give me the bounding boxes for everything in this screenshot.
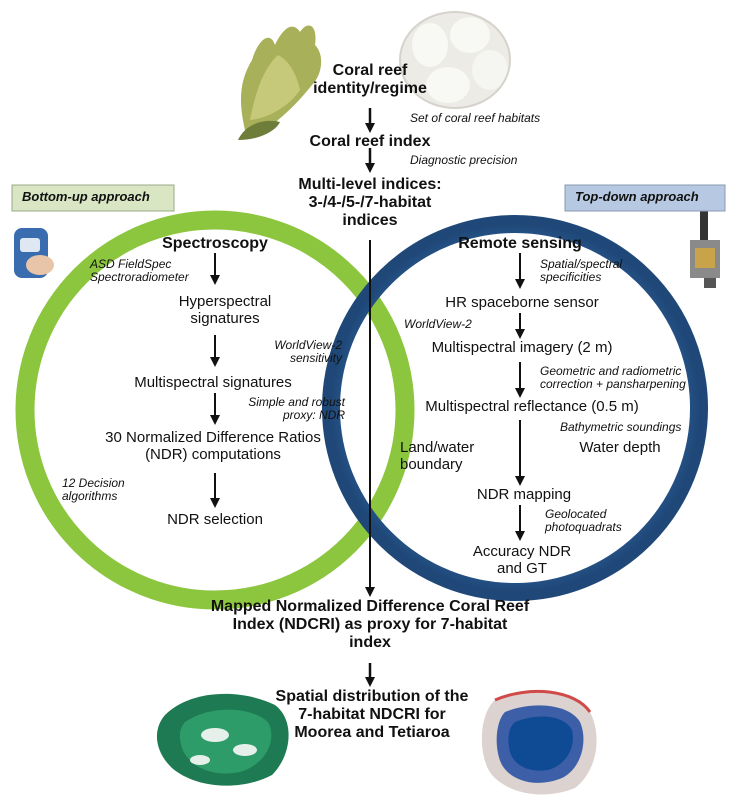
mapped-ndcri-label: Mapped Normalized Difference Coral Reef …: [210, 598, 530, 651]
multispectral-imagery-label: Multispectral imagery (2 m): [431, 339, 613, 356]
simple-robust-proxy-note: Simple and robust proxy: NDR: [248, 395, 345, 423]
decision-algorithms-note: 12 Decision algorithms: [62, 476, 125, 504]
multispectral-reflectance-label: Multispectral reflectance (0.5 m): [425, 398, 639, 415]
bottom-up-approach-label: Bottom-up approach: [22, 189, 150, 204]
hr-spaceborne-sensor-label: HR spaceborne sensor: [445, 294, 599, 311]
moorea-map-image: [156, 693, 289, 786]
spatial-distribution-label: Spatial distribution of the 7-habitat ND…: [275, 688, 469, 741]
green-ring: [15, 210, 415, 610]
tetiaroa-map-image: [481, 689, 597, 795]
multi-level-indices-label: Multi-level indices: 3-/4-/5-/7-habitat …: [298, 176, 442, 229]
spatial-spectral-note: Spatial/spectral specificities: [540, 257, 623, 285]
worldview2-sensitivity-note: WorldView-2 sensitivity: [274, 338, 342, 366]
worldview2-note: WorldView-2: [404, 317, 472, 331]
coral-reef-index-label: Coral reef index: [309, 133, 431, 150]
ndr-computations-label: 30 Normalized Difference Ratios (NDR) co…: [105, 429, 321, 463]
geometric-radiometric-note: Geometric and radiometric correction + p…: [540, 364, 686, 392]
hyperspectral-signatures-label: Hyperspectral signatures: [178, 293, 272, 327]
blue-ring: [322, 215, 708, 601]
remote-sensing-title: Remote sensing: [458, 235, 582, 252]
ndr-mapping-label: NDR mapping: [476, 486, 572, 503]
top-down-approach-label: Top-down approach: [575, 189, 699, 204]
white-coral-image: [399, 11, 511, 109]
land-water-boundary-label: Land/water boundary: [400, 439, 475, 473]
bottom-up-box: [11, 184, 175, 212]
spectroradiometer-icon: [14, 228, 54, 278]
top-down-box: [564, 184, 726, 212]
diagnostic-precision-note: Diagnostic precision: [410, 153, 518, 167]
geolocated-photoquadrats-note: Geolocated photoquadrats: [545, 507, 622, 535]
multispectral-signatures-label: Multispectral signatures: [134, 374, 292, 391]
asd-fieldspec-note: ASD FieldSpec Spectroradiometer: [90, 257, 189, 285]
coral-reef-identity-label: Coral reef identity/regime: [313, 62, 427, 97]
accuracy-label: Accuracy NDR and GT: [472, 543, 572, 577]
water-depth-label: Water depth: [579, 439, 661, 456]
green-coral-image: [238, 25, 322, 140]
satellite-icon: [690, 210, 720, 288]
spectroscopy-title: Spectroscopy: [162, 235, 268, 252]
set-of-habitats-note: Set of coral reef habitats: [410, 111, 541, 125]
bathymetric-soundings-note: Bathymetric soundings: [560, 420, 682, 434]
ndr-selection-label: NDR selection: [167, 511, 263, 528]
